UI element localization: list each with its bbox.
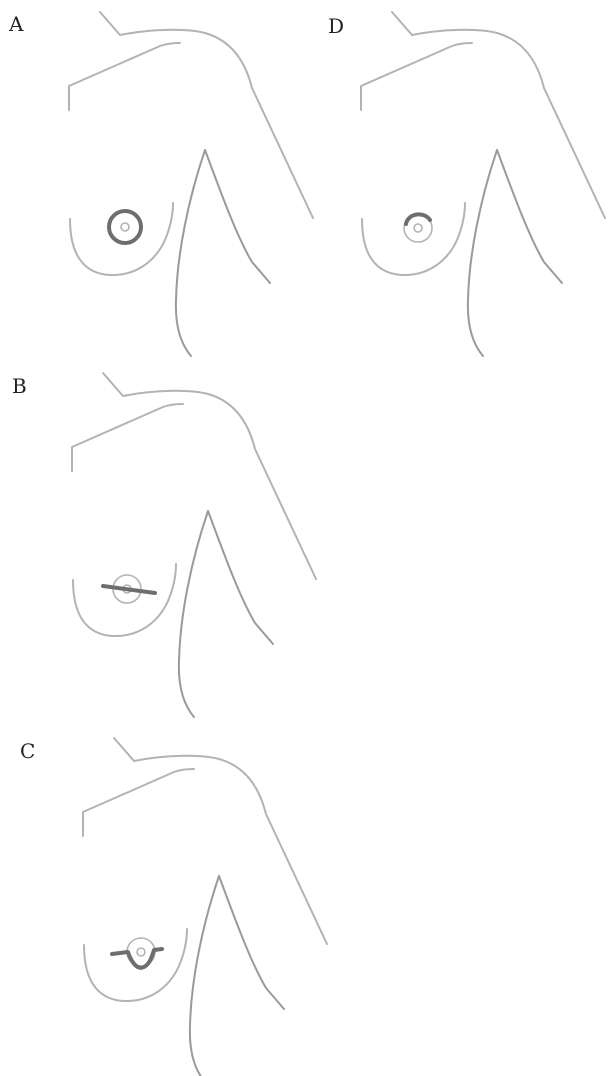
panel-a-figure bbox=[69, 12, 313, 356]
torso-outline bbox=[361, 12, 605, 356]
panel-b-figure bbox=[72, 373, 316, 717]
nipple bbox=[414, 224, 422, 232]
torso-outline bbox=[83, 738, 327, 1076]
nipple bbox=[137, 948, 145, 956]
periareolar-incision bbox=[109, 211, 141, 243]
nipple bbox=[121, 223, 129, 231]
panel-d-figure bbox=[361, 12, 605, 356]
torso-outline bbox=[72, 373, 316, 717]
panel-c-figure bbox=[83, 738, 327, 1076]
torso-outline bbox=[69, 12, 313, 356]
superior-periareolar-incision bbox=[406, 214, 430, 224]
